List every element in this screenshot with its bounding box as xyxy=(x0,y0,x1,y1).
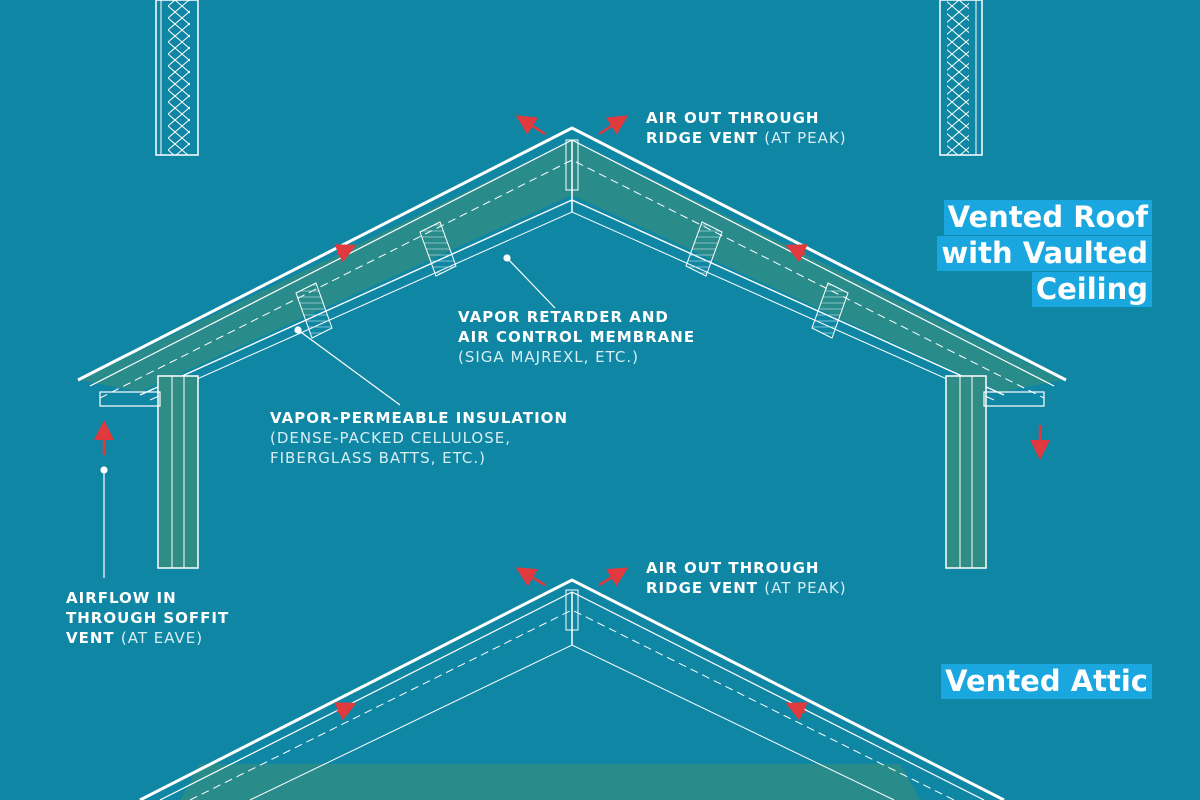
title-line-2: with Vaulted xyxy=(937,236,1152,271)
attic-roof xyxy=(139,578,1005,800)
ridge-vent-label-top: AIR OUT THROUGH RIDGE VENT (AT PEAK) xyxy=(646,108,847,148)
vapor-retarder-label: VAPOR RETARDER AND AIR CONTROL MEMBRANE … xyxy=(458,307,695,367)
soffit-line3: VENT xyxy=(66,629,115,647)
soffit-note: (AT EAVE) xyxy=(120,629,204,647)
vapor-retarder-line1: VAPOR RETARDER AND xyxy=(458,308,669,326)
vented-attic-title: Vented Attic xyxy=(941,664,1152,700)
insulation-line2: (DENSE-PACKED CELLULOSE, xyxy=(270,429,511,447)
soffit-vent-label: AIRFLOW IN THROUGH SOFFIT VENT (AT EAVE) xyxy=(66,588,229,648)
title-line-1: Vented Roof xyxy=(943,200,1152,235)
upper-wall-right xyxy=(939,0,983,156)
vaulted-roof xyxy=(77,126,1067,401)
soffit-line1: AIRFLOW IN xyxy=(66,589,177,607)
wall-left xyxy=(99,375,199,569)
ridge-top-note: (AT PEAK) xyxy=(764,129,847,147)
attic-insulation xyxy=(180,764,920,800)
wall-right xyxy=(945,375,1045,569)
ridge-bottom-line2: RIDGE VENT xyxy=(646,579,759,597)
leader-lines xyxy=(100,254,556,578)
ridge-vent-label-bottom: AIR OUT THROUGH RIDGE VENT (AT PEAK) xyxy=(646,558,847,598)
soffit-line2: THROUGH SOFFIT xyxy=(66,609,230,627)
ridge-top-line2: RIDGE VENT xyxy=(646,129,759,147)
attic-title-text: Vented Attic xyxy=(941,664,1152,699)
roof-blocking xyxy=(295,221,849,339)
vapor-retarder-line3: (SIGA MAJREXL, ETC.) xyxy=(458,348,640,366)
insulation-line1: VAPOR-PERMEABLE INSULATION xyxy=(270,409,568,427)
ridge-top-line1: AIR OUT THROUGH xyxy=(646,109,820,127)
vaulted-roof-title: Vented Roof with Vaulted Ceiling xyxy=(937,200,1152,308)
airflow-arrows-attic xyxy=(334,567,808,721)
title-line-3: Ceiling xyxy=(1031,272,1152,307)
ridge-bottom-line1: AIR OUT THROUGH xyxy=(646,559,820,577)
ridge-bottom-note: (AT PEAK) xyxy=(764,579,847,597)
airflow-arrows-vaulted xyxy=(94,115,1050,460)
vapor-retarder-line2: AIR CONTROL MEMBRANE xyxy=(458,328,696,346)
upper-wall-left xyxy=(155,0,199,156)
insulation-label: VAPOR-PERMEABLE INSULATION (DENSE-PACKED… xyxy=(270,408,568,468)
insulation-line3: FIBERGLASS BATTS, ETC.) xyxy=(270,449,487,467)
